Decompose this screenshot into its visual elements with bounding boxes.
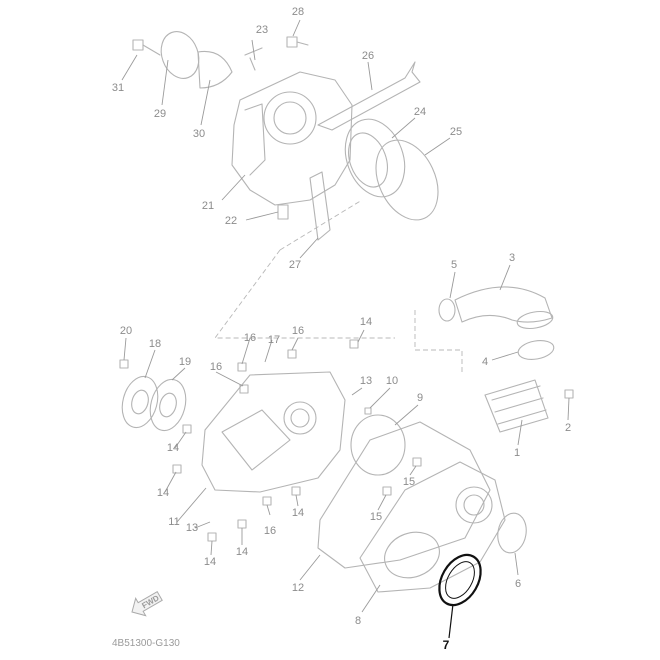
callout-13a[interactable]: 13 — [360, 375, 372, 387]
callout-25[interactable]: 25 — [450, 126, 462, 138]
callout-19[interactable]: 19 — [179, 356, 191, 368]
callout-21[interactable]: 21 — [202, 200, 214, 212]
diagram-code: 4B51300-G130 — [112, 638, 180, 649]
callout-27[interactable]: 27 — [289, 259, 301, 271]
part-7-ring[interactable] — [431, 548, 489, 613]
callout-23[interactable]: 23 — [256, 24, 268, 36]
callout-11[interactable]: 11 — [168, 516, 179, 528]
callout-17[interactable]: 17 — [268, 334, 280, 346]
callout-16a[interactable]: 16 — [244, 332, 256, 344]
callout-14a[interactable]: 14 — [360, 316, 372, 328]
callout-5[interactable]: 5 — [451, 259, 457, 271]
callout-15b[interactable]: 15 — [370, 511, 382, 523]
leader-lines — [121, 19, 570, 639]
callout-18[interactable]: 18 — [149, 338, 161, 350]
callout-13b[interactable]: 13 — [186, 522, 198, 534]
callout-16d[interactable]: 16 — [264, 525, 276, 537]
callout-16c[interactable]: 16 — [210, 361, 222, 373]
callout-26[interactable]: 26 — [362, 50, 374, 62]
lower-cover-assembly — [119, 286, 574, 613]
bolt-group — [119, 339, 574, 542]
callout-1[interactable]: 1 — [514, 447, 520, 459]
callout-24[interactable]: 24 — [414, 106, 426, 118]
callout-labels: 31 29 30 23 28 26 24 25 21 22 27 3 5 4 2… — [112, 6, 571, 652]
callout-7[interactable]: 7 — [443, 638, 450, 652]
callout-29[interactable]: 29 — [154, 108, 166, 120]
callout-22[interactable]: 22 — [225, 215, 237, 227]
callout-10[interactable]: 10 — [386, 375, 398, 387]
callout-31[interactable]: 31 — [112, 82, 124, 94]
callout-4[interactable]: 4 — [482, 356, 488, 368]
callout-14e[interactable]: 14 — [236, 546, 248, 558]
callout-9[interactable]: 9 — [417, 392, 423, 404]
callout-30[interactable]: 30 — [193, 128, 205, 140]
callout-14f[interactable]: 14 — [204, 556, 216, 568]
callout-14b[interactable]: 14 — [167, 442, 179, 454]
upper-cover-assembly — [132, 31, 439, 241]
callout-12[interactable]: 12 — [292, 582, 304, 594]
callout-14c[interactable]: 14 — [157, 487, 169, 499]
callout-16b[interactable]: 16 — [292, 325, 304, 337]
callout-28[interactable]: 28 — [292, 6, 304, 18]
callout-3[interactable]: 3 — [509, 252, 515, 264]
fwd-arrow-icon: FWD — [131, 590, 163, 617]
callout-8[interactable]: 8 — [355, 615, 361, 627]
callout-6[interactable]: 6 — [515, 578, 521, 590]
callout-20[interactable]: 20 — [120, 325, 132, 337]
callout-15a[interactable]: 15 — [403, 476, 415, 488]
callout-14d[interactable]: 14 — [292, 507, 304, 519]
callout-2[interactable]: 2 — [565, 422, 571, 434]
